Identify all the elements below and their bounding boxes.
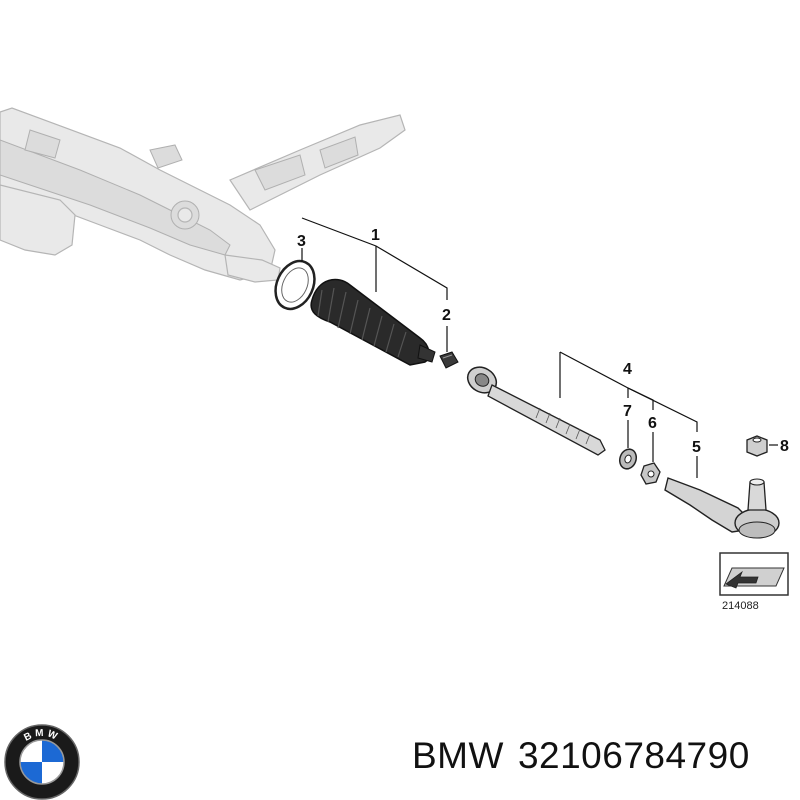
steering-rack-ghost [0, 107, 406, 283]
callout-4: 4 [623, 361, 632, 378]
logo-text: BMW [22, 728, 58, 744]
part-6-lock-nut [640, 462, 661, 485]
inner-tie-rod [466, 366, 606, 456]
leader-lines [301, 217, 778, 478]
part-2-clamp [439, 351, 459, 369]
direction-indicator-icon [719, 552, 789, 596]
figure-number: 214088 [722, 600, 759, 612]
part-caption: BMW 32106784790 [412, 735, 764, 777]
callout-3: 3 [297, 233, 306, 250]
callout-5: 5 [692, 439, 701, 456]
part-3-o-ring [274, 259, 316, 311]
svg-text:BMW: BMW [22, 728, 61, 744]
callout-2: 2 [442, 307, 451, 324]
callout-8: 8 [780, 438, 789, 455]
part-number: 32106784790 [517, 735, 750, 776]
callout-1: 1 [371, 227, 380, 244]
part-1-bellows [310, 278, 436, 366]
bmw-logo: BMW [4, 724, 80, 800]
part-5-tie-rod-end [664, 477, 780, 539]
callout-6: 6 [648, 415, 657, 432]
part-8-nut [746, 435, 768, 457]
callout-7: 7 [623, 403, 632, 420]
brand-name: BMW [412, 735, 504, 776]
part-7-lock-ring [618, 448, 638, 470]
